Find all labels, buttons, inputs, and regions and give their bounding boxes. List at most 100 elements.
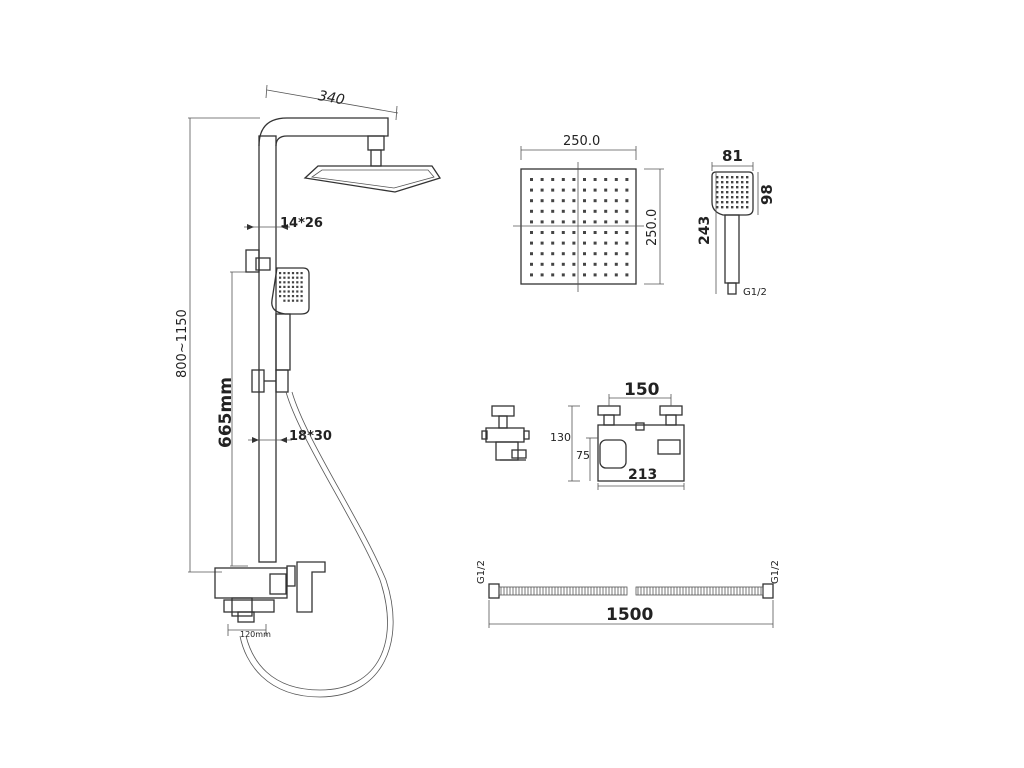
nozzle: [593, 231, 597, 234]
nozzle: [614, 241, 618, 245]
nozzle: [530, 231, 533, 234]
nozzle: [561, 220, 565, 224]
nozzle: [551, 252, 555, 256]
dim-mixer-centres-label: 150: [624, 380, 660, 400]
nozzle: [726, 206, 729, 209]
nozzle: [279, 285, 282, 288]
nozzle: [530, 220, 533, 224]
nozzle: [625, 209, 629, 213]
nozzle: [283, 276, 286, 279]
nozzle: [593, 273, 597, 277]
nozzle: [291, 272, 295, 275]
nozzle: [530, 273, 533, 277]
nozzle: [300, 290, 303, 293]
mixer-lever: [296, 561, 326, 613]
nozzle: [731, 176, 734, 179]
nozzle: [300, 295, 303, 298]
mixer-front-view: 150 130 75 213: [550, 380, 685, 490]
nozzle: [593, 209, 597, 213]
nozzle: [296, 281, 299, 284]
nozzle: [604, 209, 608, 213]
nozzle: [561, 209, 565, 213]
nozzle: [716, 186, 719, 189]
nozzle: [572, 252, 576, 256]
nozzle: [300, 276, 303, 279]
nozzle: [583, 273, 586, 277]
nozzle: [300, 299, 303, 302]
nozzle: [291, 299, 295, 302]
nozzle: [731, 201, 734, 204]
nozzle: [530, 241, 533, 245]
nozzle: [614, 209, 618, 213]
nozzle: [604, 220, 608, 224]
nozzle: [551, 199, 555, 203]
nozzle: [593, 220, 597, 224]
head-swivel: [370, 149, 382, 167]
nozzle: [731, 181, 734, 184]
nozzle: [716, 206, 719, 209]
nozzle: [614, 252, 618, 256]
nozzle: [583, 262, 586, 266]
nozzle: [583, 209, 586, 213]
nozzle: [296, 299, 299, 302]
nozzle: [300, 281, 303, 284]
dim-hand-head-height-label: 98: [758, 184, 776, 205]
nozzle: [746, 191, 749, 194]
riser-pipe: [258, 135, 277, 563]
nozzle: [530, 252, 533, 256]
nozzle: [736, 186, 739, 189]
nozzle: [291, 295, 295, 298]
nozzle: [736, 191, 739, 194]
nozzle: [625, 262, 629, 266]
nozzle: [540, 188, 544, 192]
nozzle: [726, 201, 729, 204]
nozzle: [551, 209, 555, 213]
nozzle: [614, 199, 618, 203]
nozzle: [296, 272, 299, 275]
nozzle: [625, 273, 629, 277]
nozzle: [530, 188, 533, 192]
nozzle: [572, 188, 576, 192]
nozzle: [625, 241, 629, 245]
nozzle: [283, 295, 286, 298]
nozzle: [296, 290, 299, 293]
hand-shower-nozzles: [279, 272, 303, 302]
nozzle: [540, 241, 544, 245]
nozzle: [726, 191, 729, 194]
nozzle: [614, 273, 618, 277]
nozzle: [572, 262, 576, 266]
nozzle: [540, 209, 544, 213]
nozzle: [279, 276, 282, 279]
nozzle: [540, 273, 544, 277]
nozzle: [279, 295, 282, 298]
nozzle: [583, 241, 586, 245]
nozzle: [716, 176, 719, 179]
nozzle: [593, 199, 597, 203]
nozzle: [530, 178, 533, 181]
nozzle: [572, 220, 576, 224]
mixer-front-lever: [599, 439, 627, 469]
nozzle: [741, 206, 744, 209]
nozzle: [572, 199, 576, 203]
dim-mixer-height-label: 130: [550, 431, 571, 444]
hose-segment-left: [498, 586, 628, 596]
nozzle: [625, 178, 629, 181]
nozzle: [736, 206, 739, 209]
hand-thread-label: G1/2: [743, 287, 767, 298]
nozzle: [741, 191, 744, 194]
mixer-handle-right: [659, 405, 683, 416]
nozzle: [736, 196, 739, 199]
nozzle: [296, 295, 299, 298]
nozzle: [625, 231, 629, 234]
head-nozzle-grid: [530, 178, 629, 277]
hose-outer: [245, 391, 388, 691]
nozzle: [625, 220, 629, 224]
dim-slide-label: 665mm: [216, 377, 236, 448]
shower-arm: [258, 117, 389, 147]
nozzle: [721, 206, 724, 209]
nozzle: [283, 299, 286, 302]
nozzle: [746, 201, 749, 204]
dim-spout-label: 120mm: [240, 630, 271, 639]
nozzle: [583, 220, 586, 224]
nozzle: [279, 281, 282, 284]
